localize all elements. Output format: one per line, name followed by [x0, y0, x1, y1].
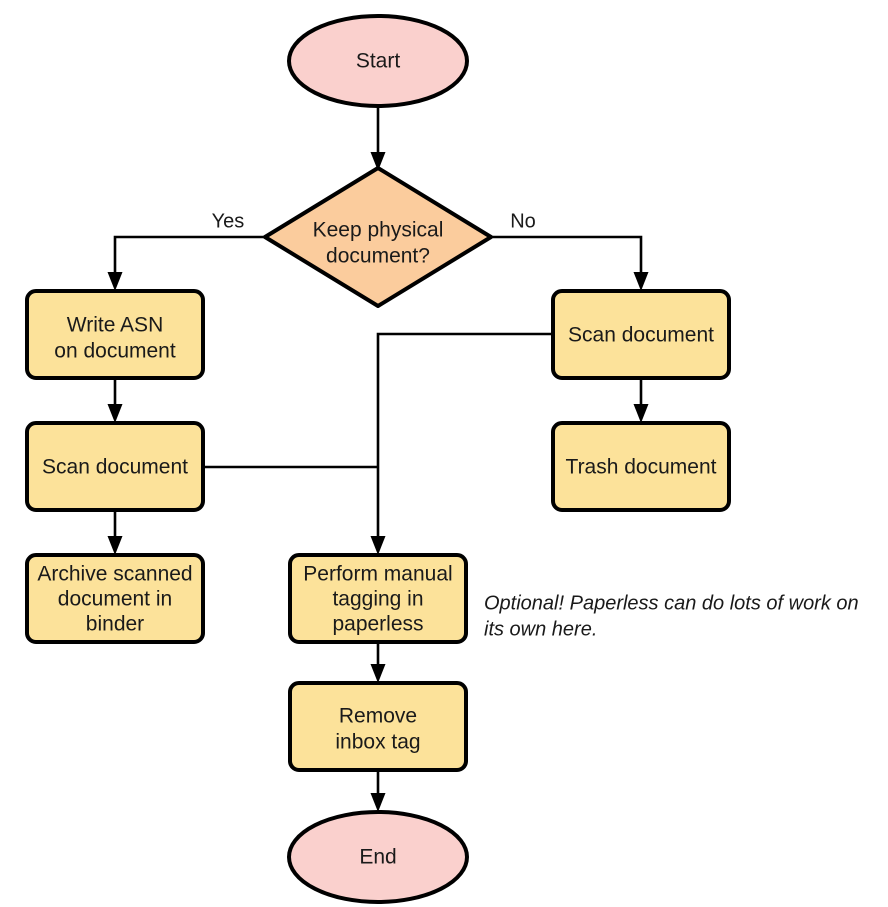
start-label: Start [356, 50, 401, 73]
annotation-line1: Optional! Paperless can do lots of work … [484, 592, 859, 614]
manual-tagging-label-line1: Perform manual [303, 563, 452, 586]
scan-document-right-label: Scan document [568, 324, 714, 347]
node-write-asn-on-document[interactable]: Write ASN on document [25, 289, 205, 380]
scan-document-right-box-shape [551, 289, 731, 380]
edges-layer [107, 106, 649, 812]
scan-document-left-box-shape [25, 421, 205, 512]
node-scan-document-left[interactable]: Scan document [25, 421, 205, 512]
decision-label-line1: Keep physical [313, 219, 444, 242]
node-remove-inbox-tag[interactable]: Remove inbox tag [288, 681, 468, 772]
edge-scan-right-to-manual-tagging [376, 332, 553, 544]
start-ellipse-shape [287, 14, 469, 108]
scan-document-left-label: Scan document [42, 456, 188, 479]
trash-document-box-shape [551, 421, 731, 512]
remove-inbox-tag-box-shape [288, 681, 468, 772]
edge-decision-yes-to-write-asn [107, 235, 265, 291]
edge-label-no: No [510, 210, 536, 232]
edge-remove-inbox-to-end [370, 770, 386, 812]
edge-manual-tagging-to-remove-inbox [370, 642, 386, 683]
decision-label-line2: document? [326, 245, 430, 268]
edge-scan-right-to-trash [633, 378, 649, 423]
edge-decision-no-to-scan-right [491, 235, 649, 291]
write-asn-box-shape [25, 289, 205, 380]
edge-scan-left-to-manual-tagging [203, 465, 386, 555]
node-archive-scanned-document[interactable]: Archive scanned document in binder [25, 553, 205, 644]
annotation-line2: its own here. [484, 618, 597, 640]
node-perform-manual-tagging[interactable]: Perform manual tagging in paperless [288, 553, 468, 644]
archive-label-line1: Archive scanned [37, 563, 192, 586]
end-ellipse-shape [287, 810, 469, 904]
node-decision-keep-physical-document[interactable]: Keep physical document? [263, 166, 493, 308]
annotation-optional-paperless: Optional! Paperless can do lots of work … [484, 592, 859, 640]
manual-tagging-box-shape [288, 553, 468, 644]
edge-label-yes: Yes [212, 210, 245, 232]
write-asn-label-line2: on document [54, 340, 176, 363]
remove-inbox-label-line1: Remove [339, 705, 417, 728]
node-start[interactable]: Start [287, 14, 469, 108]
node-scan-document-right[interactable]: Scan document [551, 289, 731, 380]
remove-inbox-label-line2: inbox tag [335, 731, 420, 754]
edge-write-asn-to-scan-left [107, 378, 123, 423]
edge-labels-layer: Yes No [212, 210, 536, 232]
trash-document-label: Trash document [566, 456, 717, 479]
edge-start-to-decision [370, 106, 386, 171]
write-asn-label-line1: Write ASN [67, 314, 163, 337]
end-label: End [359, 846, 396, 869]
node-trash-document[interactable]: Trash document [551, 421, 731, 512]
manual-tagging-label-line2: tagging in [332, 588, 423, 611]
node-end[interactable]: End [287, 810, 469, 904]
archive-label-line3: binder [86, 613, 144, 636]
decision-diamond-shape [263, 166, 493, 308]
archive-label-line2: document in [58, 588, 172, 611]
archive-box-shape [25, 553, 205, 644]
edge-scan-left-to-archive [107, 510, 123, 555]
manual-tagging-label-line3: paperless [332, 613, 423, 636]
